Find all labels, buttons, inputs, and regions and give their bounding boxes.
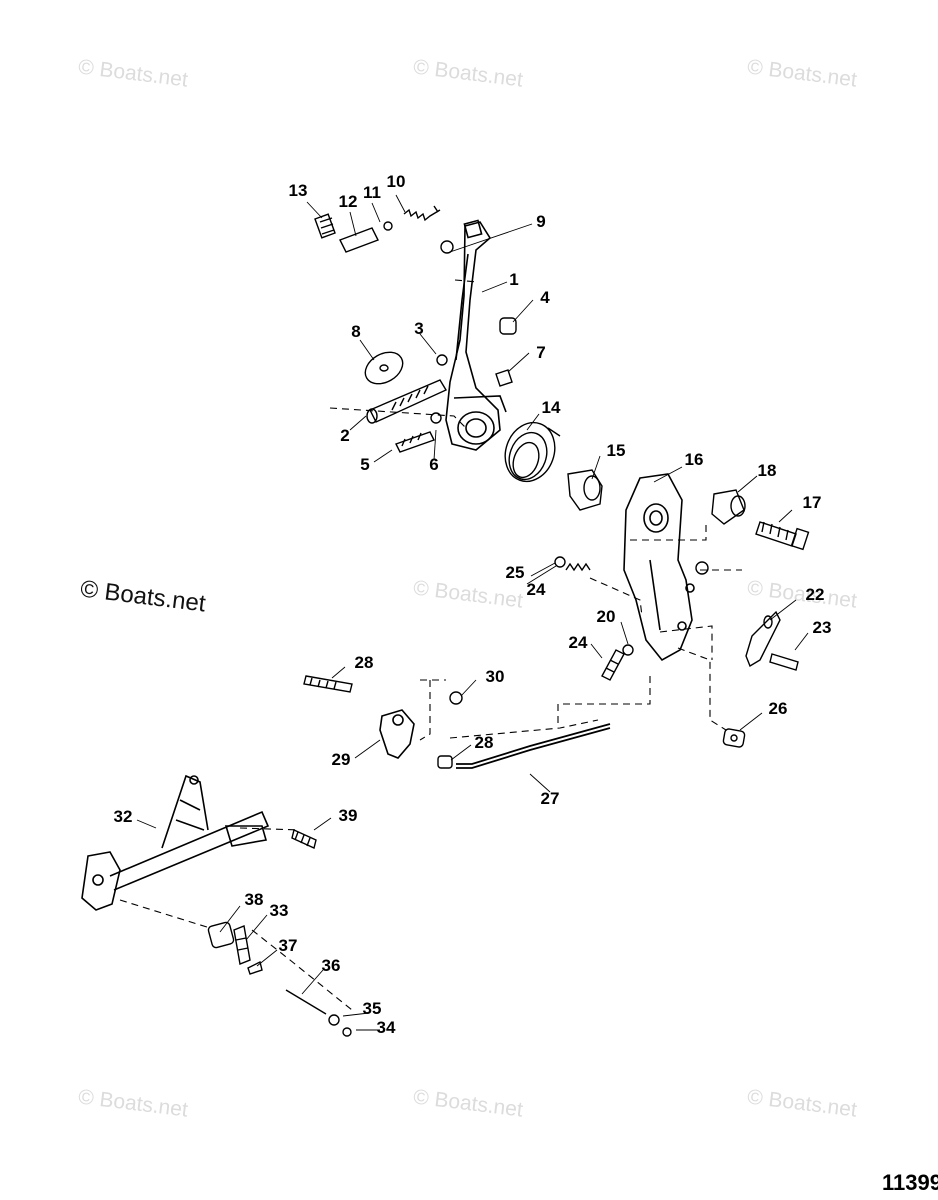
pin-36 xyxy=(285,989,327,1015)
spring-10 xyxy=(403,205,441,222)
nut-25 xyxy=(554,556,566,568)
washer-11 xyxy=(383,221,393,231)
screw-37 xyxy=(247,960,263,975)
callout-32: 32 xyxy=(113,807,133,826)
callout-28: 28 xyxy=(474,733,494,752)
coil-spring-14 xyxy=(504,421,561,483)
screw-2 xyxy=(366,379,448,424)
callout-36: 36 xyxy=(321,956,341,975)
callout-12: 12 xyxy=(338,192,358,211)
callout-29: 29 xyxy=(331,750,351,769)
callout-23: 23 xyxy=(812,618,832,637)
throttle-lever-arm xyxy=(445,219,507,451)
bolt-17 xyxy=(755,521,810,551)
callout-35: 35 xyxy=(362,999,382,1018)
callout-8: 8 xyxy=(351,322,361,341)
spring-13 xyxy=(314,213,336,239)
nut-34 xyxy=(342,1027,352,1037)
screw-39 xyxy=(291,829,317,849)
callout-31: 30 xyxy=(485,667,505,686)
callout-15: 15 xyxy=(606,441,626,460)
callout-17: 17 xyxy=(802,493,822,512)
callout-16: 16 xyxy=(684,450,704,469)
nut-28 xyxy=(437,755,453,769)
callout-24b: 24 xyxy=(568,633,588,652)
callout-20: 20 xyxy=(596,607,616,626)
callout-24: 24 xyxy=(526,580,546,599)
cam-29 xyxy=(379,709,415,759)
washer-8 xyxy=(364,351,404,385)
bushing-15 xyxy=(567,469,603,511)
nut-9 xyxy=(440,240,454,254)
bushing-4 xyxy=(499,317,517,335)
callout-9: 9 xyxy=(536,212,546,231)
screw-24 xyxy=(601,649,625,681)
callout-5: 5 xyxy=(360,455,370,474)
nut-6 xyxy=(430,412,442,424)
stud-30 xyxy=(303,675,353,693)
screw-5 xyxy=(395,431,435,453)
pin-12 xyxy=(339,227,379,253)
callout-34: 34 xyxy=(376,1018,396,1037)
callout-37: 37 xyxy=(278,936,298,955)
throttle-arm-32 xyxy=(81,774,270,911)
figure-id: 11399 xyxy=(882,1170,938,1195)
link-22 xyxy=(745,610,781,668)
callout-6: 6 xyxy=(429,455,439,474)
clip-38 xyxy=(207,921,235,949)
callout-4: 4 xyxy=(540,288,550,307)
callout-11: 11 xyxy=(363,183,381,202)
nut-31 xyxy=(449,691,463,705)
nut-26 xyxy=(722,728,746,748)
screw-23 xyxy=(769,653,799,671)
callout-33: 33 xyxy=(269,901,289,920)
bracket-16 xyxy=(623,473,695,662)
nut-bracket xyxy=(695,561,709,575)
callout-27: 27 xyxy=(540,789,560,808)
callout-13: 13 xyxy=(288,181,308,200)
callout-26: 26 xyxy=(768,699,788,718)
link-rod-27 xyxy=(456,723,611,769)
spring-24 xyxy=(565,562,591,572)
callout-10: 10 xyxy=(386,172,406,191)
assembly-lines xyxy=(119,279,742,1011)
callout-1: 1 xyxy=(509,270,519,289)
plug-7 xyxy=(495,369,513,387)
callout-30: 28 xyxy=(354,653,374,672)
washer-35 xyxy=(328,1014,340,1026)
callout-38: 38 xyxy=(244,890,264,909)
leader-lines xyxy=(136,194,809,1031)
retainer-33 xyxy=(233,925,251,965)
nut-3 xyxy=(436,354,448,366)
callout-3: 3 xyxy=(414,319,424,338)
nut-20 xyxy=(622,644,634,656)
callout-39: 39 xyxy=(338,806,358,825)
callout-18: 18 xyxy=(757,461,777,480)
callout-7: 7 xyxy=(536,343,546,362)
callout-2: 2 xyxy=(340,426,350,445)
callout-25: 25 xyxy=(505,563,525,582)
callout-14: 14 xyxy=(541,398,561,417)
sleeve-18 xyxy=(711,489,746,525)
callout-22: 22 xyxy=(805,585,825,604)
